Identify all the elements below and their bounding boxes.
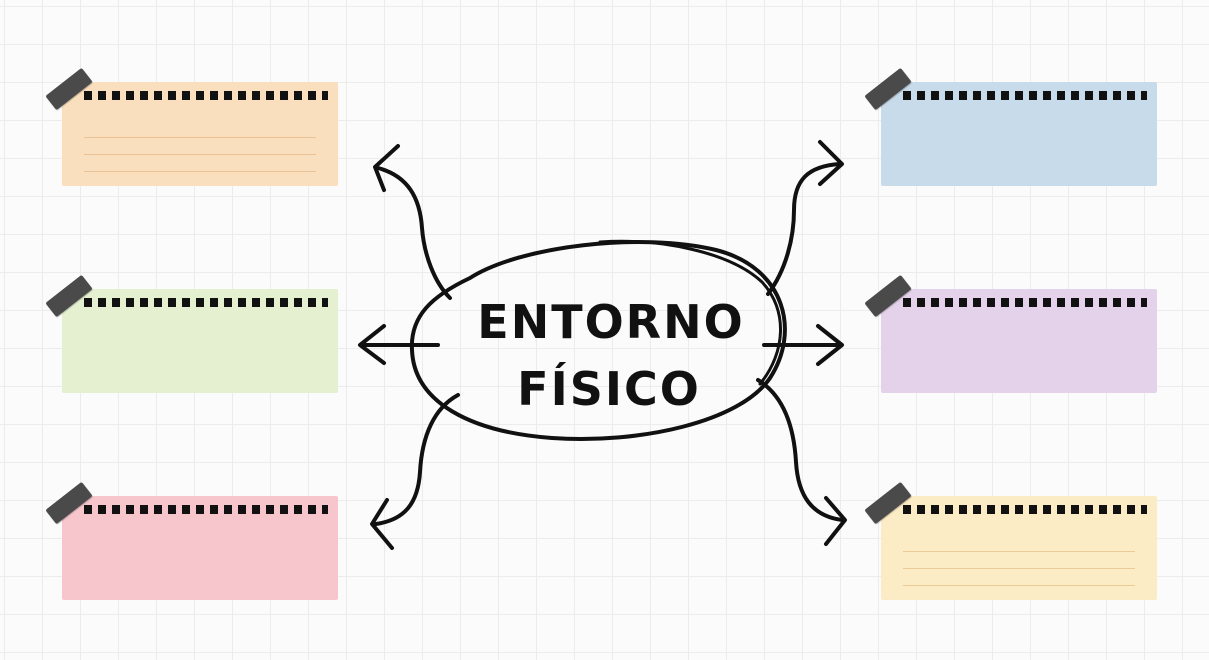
- arrow-lower-left: [374, 393, 460, 526]
- note-dotted-border: [903, 505, 1147, 514]
- arrow-head-middle-right: [816, 324, 844, 366]
- note-right-bottom[interactable]: [864, 481, 1157, 600]
- note-right-middle[interactable]: [864, 274, 1157, 393]
- center-title-line2: FÍSICO: [517, 362, 701, 416]
- arrow-head-lower-left: [370, 498, 394, 550]
- arrow-upper-right: [766, 162, 842, 296]
- arrow-head-upper-left: [373, 144, 400, 192]
- note-right-top[interactable]: [864, 67, 1157, 186]
- note-left-top[interactable]: [45, 67, 338, 186]
- note-dotted-border: [84, 505, 328, 514]
- note-dotted-border: [84, 298, 328, 307]
- note-left-middle[interactable]: [45, 274, 338, 393]
- note-left-bottom[interactable]: [45, 481, 338, 600]
- center-ellipse-overstroke: [598, 239, 782, 386]
- arrow-head-lower-right: [824, 496, 847, 546]
- note-ruled-lines: [84, 122, 316, 174]
- center-title-line1: ENTORNO: [477, 295, 744, 349]
- note-ruled-lines: [903, 536, 1135, 588]
- note-dotted-border: [903, 91, 1147, 100]
- arrow-head-middle-left: [358, 324, 386, 365]
- arrow-lower-right: [756, 378, 844, 522]
- note-dotted-border: [84, 91, 328, 100]
- arrow-head-upper-right: [818, 140, 844, 186]
- arrow-upper-left: [376, 166, 452, 300]
- note-dotted-border: [903, 298, 1147, 307]
